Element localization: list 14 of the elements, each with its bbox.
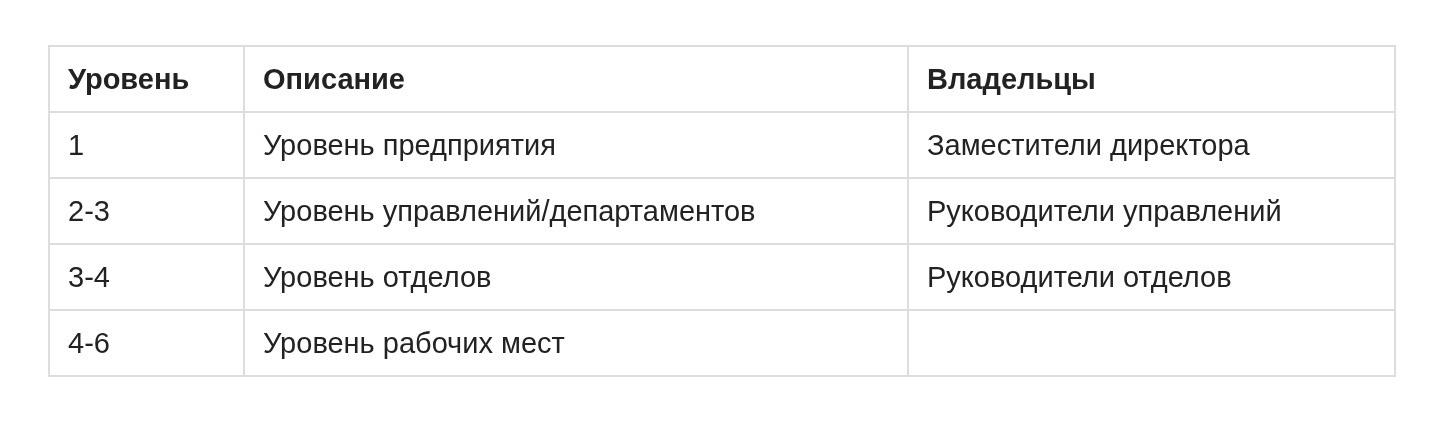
table-cell: Руководители отделов bbox=[908, 244, 1395, 310]
column-header: Уровень bbox=[49, 46, 244, 112]
table-cell: 2-3 bbox=[49, 178, 244, 244]
table-cell: Руководители управлений bbox=[908, 178, 1395, 244]
table-cell: Уровень рабочих мест bbox=[244, 310, 908, 376]
table-cell: Уровень предприятия bbox=[244, 112, 908, 178]
table-cell: Уровень отделов bbox=[244, 244, 908, 310]
column-header: Описание bbox=[244, 46, 908, 112]
table-cell: 1 bbox=[49, 112, 244, 178]
column-header: Владельцы bbox=[908, 46, 1395, 112]
table-cell: Заместители директора bbox=[908, 112, 1395, 178]
table-cell: 4-6 bbox=[49, 310, 244, 376]
table-cell: Уровень управлений/департаментов bbox=[244, 178, 908, 244]
table-cell: 3-4 bbox=[49, 244, 244, 310]
